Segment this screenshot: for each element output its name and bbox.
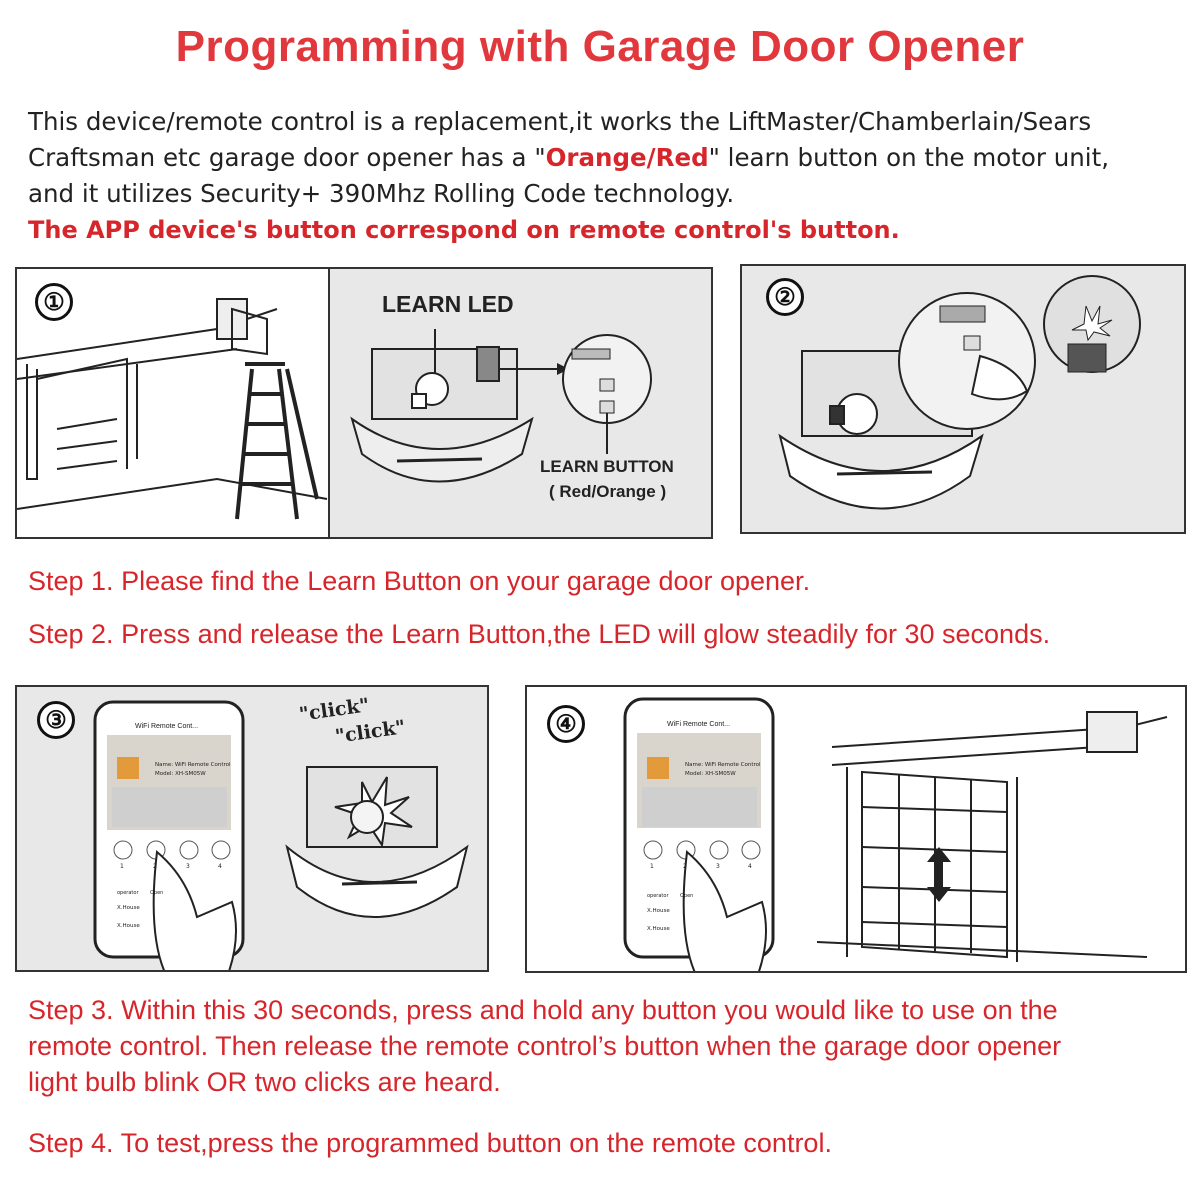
panel-step-1: ① LEARN LED LEARN BUTTON ( Red/Orange ) — [15, 267, 713, 539]
intro-text: This device/remote control is a replacem… — [28, 104, 1178, 248]
step-number-2: ② — [766, 278, 804, 316]
panel-step-3: ③ WiFi Remote Cont... Name: WiFi Remote … — [15, 685, 489, 972]
intro-line-1: This device/remote control is a replacem… — [28, 107, 1092, 136]
phone-garage-door-illustration — [623, 697, 1168, 971]
phone-device-model: Model: XH-SM05W — [685, 771, 736, 777]
phone-list-header-operator: operator — [647, 893, 669, 899]
panel-step-2: ② — [740, 264, 1186, 534]
garage-ladder-illustration — [17, 269, 711, 537]
phone-list-row: X.House — [647, 908, 670, 914]
phone-list-row: X.House — [117, 923, 140, 929]
intro-line-2: Craftsman etc garage door opener has a "… — [28, 143, 1109, 172]
phone-button-4: 4 — [748, 863, 752, 870]
learn-led-label: LEARN LED — [382, 291, 514, 317]
step-3-line-3: light bulb blink OR two clicks are heard… — [28, 1067, 501, 1097]
phone-button-1: 1 — [120, 863, 124, 870]
step-3-line-2: remote control. Then release the remote … — [28, 1031, 1062, 1061]
motor-unit-icon — [350, 346, 534, 483]
phone-app-title: WiFi Remote Cont... — [667, 721, 731, 728]
ladder-icon — [235, 362, 319, 520]
phone-app-illustration — [93, 700, 469, 970]
phone-list-row: X.House — [117, 905, 140, 911]
step-2-text: Step 2. Press and release the Learn Butt… — [28, 619, 1051, 649]
intro-line-3: and it utilizes Security+ 390Mhz Rolling… — [28, 179, 735, 208]
panel-step-4: ④ WiFi Remote Cont... Name: WiFi Remote … — [525, 685, 1187, 973]
phone-button-2: 2 — [153, 863, 157, 870]
phone-button-4: 4 — [218, 863, 222, 870]
learn-button-sublabel: ( Red/Orange ) — [549, 482, 667, 501]
press-learn-button-illustration — [778, 275, 1141, 510]
step-number-1: ① — [35, 283, 73, 321]
phone-device-model: Model: XH-SM05W — [155, 771, 206, 777]
step-4-text: Step 4. To test,press the programmed but… — [28, 1128, 832, 1158]
page-title: Programming with Garage Door Opener — [175, 22, 1025, 71]
phone-button-2: 2 — [683, 863, 687, 870]
phone-device-name: Name: WiFi Remote Control — [685, 762, 761, 768]
step-number-4: ④ — [547, 705, 585, 743]
hand-pressing-icon — [682, 850, 767, 971]
intro-line-4-notice: The APP device's button correspond on re… — [28, 216, 900, 244]
phone-button-3: 3 — [716, 863, 720, 870]
learn-button-label: LEARN BUTTON — [540, 457, 674, 476]
step-1-text: Step 1. Please find the Learn Button on … — [28, 566, 811, 596]
phone-app-title: WiFi Remote Cont... — [135, 723, 199, 730]
up-down-arrow-icon — [927, 847, 951, 902]
phone-button-1: 1 — [650, 863, 654, 870]
phone-list-row: X.House — [647, 926, 670, 932]
step-3-text: Step 3. Within this 30 seconds, press an… — [28, 992, 1178, 1100]
garage-door-icon — [816, 711, 1168, 962]
step-number-3: ③ — [37, 701, 75, 739]
phone-list-header-open: Open — [680, 893, 694, 899]
step-3-line-1: Step 3. Within this 30 seconds, press an… — [28, 995, 1058, 1025]
hand-pressing-icon — [152, 850, 237, 970]
learn-button-color-highlight: Orange/Red — [545, 143, 709, 172]
phone-device-name: Name: WiFi Remote Control — [155, 762, 231, 768]
phone-list-header-operator: operator — [117, 890, 139, 896]
phone-button-3: 3 — [186, 863, 190, 870]
finger-icon — [970, 354, 1029, 401]
phone-list-header-open: Open — [150, 890, 164, 896]
